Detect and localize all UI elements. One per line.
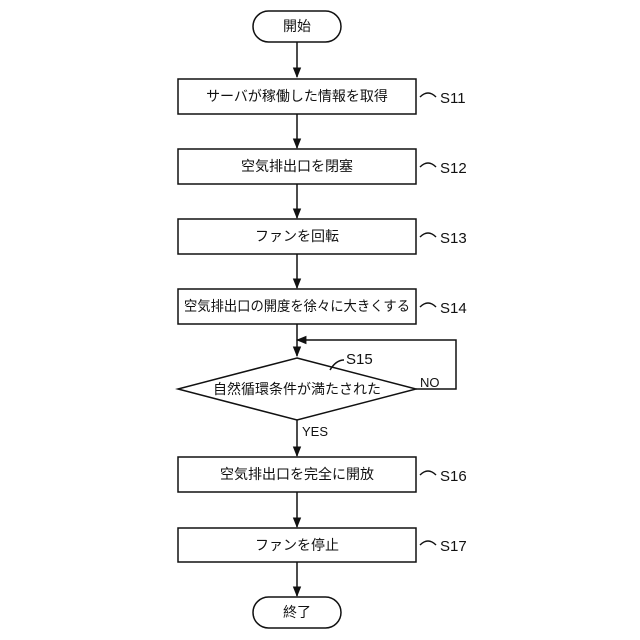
- step-s13-leader: [420, 233, 436, 237]
- step-s17-id: S17: [440, 538, 467, 555]
- process-step-s12: 空気排出口を閉塞 S12: [178, 149, 467, 184]
- step-s13-label: ファンを回転: [255, 229, 339, 245]
- step-s11-label: サーバが稼働した情報を取得: [206, 88, 388, 105]
- step-s11-id: S11: [440, 90, 466, 107]
- step-s14-id: S14: [440, 300, 467, 317]
- end-label: 終了: [283, 605, 311, 621]
- decision-s15-id: S15: [346, 351, 373, 368]
- decision-no-label: NO: [420, 375, 440, 390]
- step-s12-leader: [420, 163, 436, 167]
- process-step-s17: ファンを停止 S17: [178, 528, 467, 562]
- step-s11-leader: [420, 93, 436, 97]
- step-s14-label: 空気排出口の開度を徐々に大きくする: [184, 299, 410, 315]
- start-terminal: 開始: [253, 11, 341, 42]
- start-label: 開始: [283, 19, 311, 35]
- process-step-s16: 空気排出口を完全に開放 S16: [178, 457, 467, 492]
- decision-yes-label: YES: [302, 424, 328, 439]
- step-s16-leader: [420, 471, 436, 475]
- decision-s15-label: 自然循環条件が満たされた: [213, 381, 381, 398]
- step-s12-id: S12: [440, 160, 467, 177]
- step-s16-id: S16: [440, 468, 467, 485]
- step-s12-label: 空気排出口を閉塞: [241, 158, 353, 175]
- decision-s15: 自然循環条件が満たされた S15 NO YES: [178, 351, 440, 439]
- step-s14-leader: [420, 303, 436, 307]
- step-s17-leader: [420, 541, 436, 545]
- step-s17-label: ファンを停止: [255, 537, 339, 554]
- process-step-s11: サーバが稼働した情報を取得 S11: [178, 79, 466, 114]
- process-step-s13: ファンを回転 S13: [178, 219, 467, 254]
- end-terminal: 終了: [253, 597, 341, 628]
- step-s16-label: 空気排出口を完全に開放: [220, 466, 374, 483]
- process-step-s14: 空気排出口の開度を徐々に大きくする S14: [178, 289, 467, 324]
- step-s13-id: S13: [440, 230, 467, 247]
